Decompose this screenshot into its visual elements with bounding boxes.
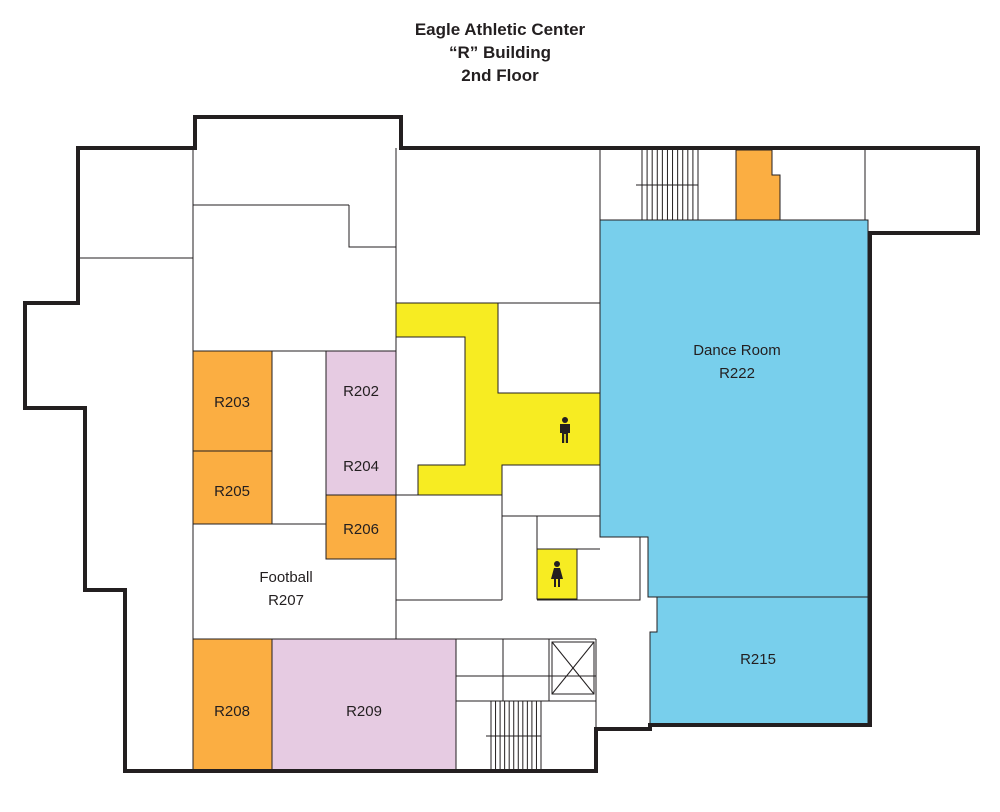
room-label-r209: R209: [346, 703, 382, 720]
room-label-r204: R204: [343, 458, 379, 475]
room-label-r206: R206: [343, 521, 379, 538]
stairs-icon: [636, 150, 699, 220]
map-title: Eagle Athletic Center “R” Building 2nd F…: [300, 18, 700, 87]
map-title-building: Eagle Athletic Center: [414, 20, 586, 39]
woman-icon: [551, 561, 563, 587]
room-label-r202: R202: [343, 383, 379, 400]
room-r206[interactable]: [325, 494, 397, 560]
room-label-r207-name: Football: [259, 569, 312, 586]
room-label-r208: R208: [214, 703, 250, 720]
room-label-r207-number: R207: [268, 592, 304, 609]
stairs-icon: [486, 701, 542, 771]
room-label-r203: R203: [214, 394, 250, 411]
elevator-shaft: [735, 149, 781, 221]
room-r203[interactable]: [192, 350, 273, 452]
room-label-r215: R215: [740, 651, 776, 668]
mens-restroom[interactable]: [395, 302, 601, 496]
elevator-icon: [551, 641, 595, 695]
map-title-wing: “R” Building: [449, 43, 551, 62]
room-label-r222-number: R222: [719, 365, 755, 382]
room-label-r222-name: Dance Room: [693, 342, 781, 359]
man-icon: [560, 417, 570, 443]
exterior-wall: [23, 115, 980, 773]
map-title-floor: 2nd Floor: [461, 66, 539, 85]
room-label-r205: R205: [214, 483, 250, 500]
